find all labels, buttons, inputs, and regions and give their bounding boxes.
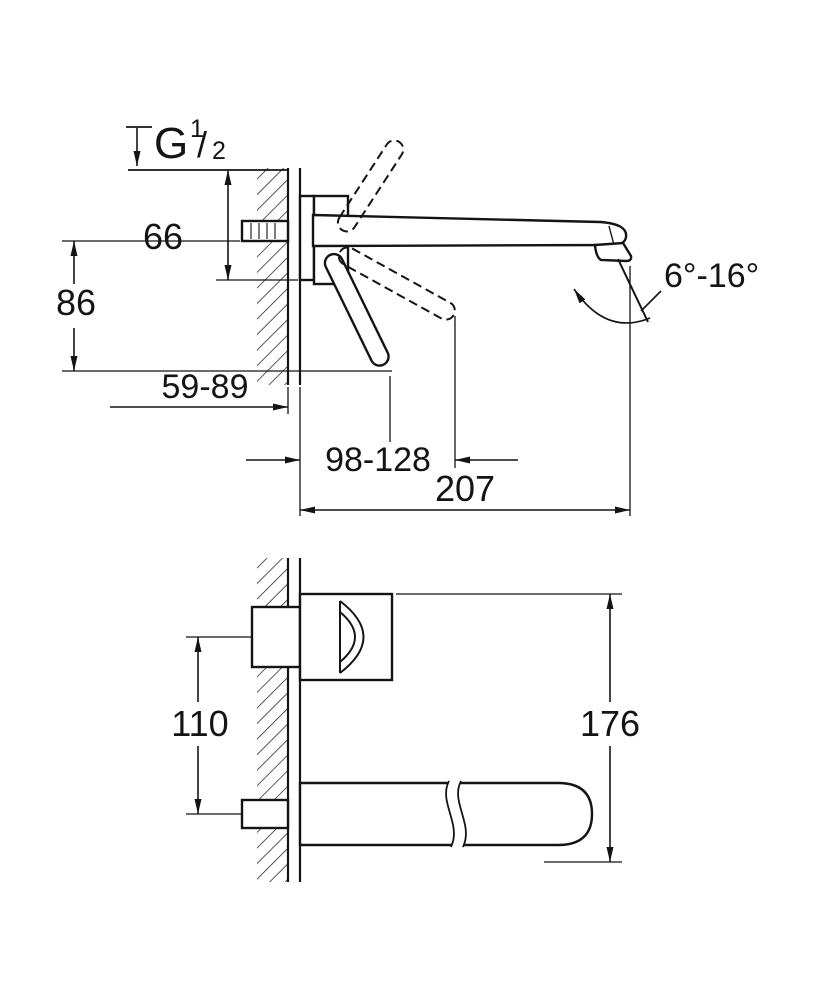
angle-leader-line [640, 290, 662, 312]
thread-label-g: G [154, 119, 188, 168]
dim-207: 207 [299, 266, 631, 516]
dim-176-label: 176 [580, 703, 640, 744]
valve-body-front [298, 592, 394, 682]
dim-59-89: 59-89 [110, 368, 289, 414]
dim-110-label: 110 [171, 703, 228, 744]
thread-callout: G 1 / 2 [126, 115, 226, 168]
spout-front [298, 781, 594, 847]
lever-knob-inner-arc [339, 611, 356, 663]
break-line-left [445, 780, 455, 848]
dim-59-89-label: 59-89 [162, 368, 249, 406]
dim-176: 176 [396, 593, 640, 863]
dim-98-128: 98-128 [246, 316, 518, 479]
lever-handle-dashed-open [337, 246, 456, 321]
spout-tip-line [608, 225, 615, 246]
supply-pipe-body [240, 219, 290, 243]
dim-86-label: 86 [56, 282, 96, 323]
aerator [593, 241, 633, 263]
break-line-right [457, 780, 467, 848]
spout [311, 213, 628, 248]
lever-handle [323, 252, 390, 367]
thread-label-slash: / [197, 124, 207, 165]
break-mask [446, 781, 466, 847]
dim-207-label: 207 [435, 468, 495, 509]
side-view: G 1 / 2 66 86 59-89 [56, 115, 759, 516]
front-view: 110 176 [171, 558, 640, 882]
dim-86: 86 [56, 240, 392, 372]
thread-label-denominator: 2 [212, 137, 226, 165]
angle-arc [573, 288, 651, 324]
dim-98-128-label: 98-128 [325, 441, 431, 479]
dim-66-label: 66 [143, 216, 183, 257]
supply-pipe [240, 219, 290, 243]
aerator-angle-label: 6°-16° [664, 257, 759, 295]
dim-110: 110 [171, 636, 252, 815]
thread-label-numerator: 1 [190, 115, 204, 143]
concealed-spout-stub [240, 798, 290, 830]
wall-hatching [257, 168, 288, 385]
concealed-body [250, 605, 302, 669]
lever-handle-dashed-up [336, 139, 405, 233]
aerator-angle-callout: 6°-16° [573, 257, 759, 324]
stream-direction-line [617, 258, 649, 323]
lever-knob-outer-arc [339, 600, 365, 674]
dim-66: 66 [143, 170, 298, 281]
